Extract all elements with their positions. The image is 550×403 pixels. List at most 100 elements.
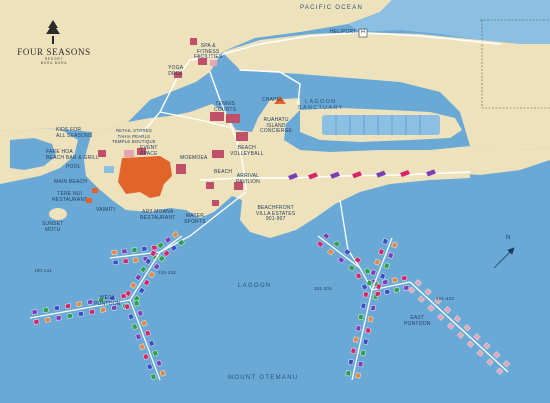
arrival-pavilion (234, 182, 243, 190)
villa-estate-building (400, 170, 410, 177)
west-arm-south-bungalow (138, 343, 146, 351)
brand-sub: RESORT BORA BORA (8, 57, 100, 65)
east-arm-upper-bungalow (343, 248, 351, 256)
west-main-walkway (159, 191, 247, 253)
north-arrow-icon (493, 247, 515, 269)
label-pacific-ocean: PACIFIC OCEAN (300, 5, 364, 11)
label-sunset-motu: SUNSET MOTU (42, 221, 64, 233)
east-arm-north-bungalow (387, 252, 394, 259)
east-arm-southeast-bungalow (473, 333, 481, 341)
west-arm-south-walkway (129, 299, 161, 381)
east-arm-southeast-walkway (409, 281, 509, 373)
west-arm-south-bungalow (137, 309, 144, 317)
east-arm-south-bungalow (355, 325, 362, 332)
tree-logo-icon (46, 20, 60, 44)
label-tennis: TENNIS COURTS (214, 101, 237, 113)
spa-bldg-3 (190, 38, 197, 45)
pacific-area (348, 0, 550, 45)
west-arm-mid-bungalow (129, 281, 137, 289)
west-arm-mid-bungalow (134, 273, 142, 281)
east-arm-southeast-bungalow (496, 367, 504, 375)
label-retail: RETAIL STORES TAHIA PEARLS TEMPLE BOUTIQ… (112, 128, 156, 144)
west-cove (10, 138, 56, 170)
villa-estate-building (330, 171, 340, 179)
east-arm-southeast-bungalow (447, 322, 455, 330)
buildings (86, 28, 368, 206)
motu-north (0, 0, 392, 132)
sanctuary-water (322, 115, 440, 135)
label-arrival: ARRIVAL PAVILION (236, 173, 260, 185)
east-arm-south-bungalow (367, 316, 374, 323)
west-arm-top-bungalow (163, 249, 171, 257)
tere-nui-bldg (86, 198, 92, 203)
villa-estate-building (426, 169, 436, 177)
west-arm-left-bungalow (88, 309, 96, 315)
chapel (274, 96, 286, 104)
east-arm-upper-bungalow (354, 256, 362, 264)
west-arm-mid-bungalow (124, 289, 132, 297)
east-arm-east-bungalow (382, 279, 389, 286)
west-arm-left-bungalow (111, 305, 118, 311)
east-arm-east-bungalow (391, 277, 398, 284)
label-tere-nui: TERE NUI RESTAURANT (52, 191, 88, 203)
west-arm-mid-bungalow (158, 255, 166, 263)
east-arm-southeast-bungalow (463, 324, 471, 332)
west-arm-upper-bungalow (132, 257, 139, 263)
label-chapel: CHAPEL (262, 97, 284, 103)
west-arm-left-bungalow (120, 293, 127, 299)
water-sports-bldg (212, 200, 219, 206)
east-arm-stub-bungalow (361, 283, 369, 291)
label-vaimiti: VAIMITI (96, 207, 116, 213)
east-arm-southeast-bungalow (466, 340, 474, 348)
east-arm-southeast-bungalow (483, 342, 491, 350)
east-arm-south-bungalow (370, 304, 377, 312)
east-arm-upper-bungalow (333, 240, 341, 248)
label-main-beach: MAIN BEACH (54, 179, 88, 185)
east-arm-north-bungalow (370, 269, 377, 276)
east-arm-south-walkway (351, 289, 373, 381)
east-arm-east-bungalow (384, 288, 391, 295)
pontoons (29, 191, 511, 381)
kids-club (98, 150, 106, 157)
west-arm-top-bungalow (177, 239, 185, 247)
west-arm-top-walkway (159, 235, 183, 253)
east-arm-south-bungalow (357, 361, 364, 368)
label-lagoon-sanctuary: LAGOON SANCTUARY (298, 99, 344, 111)
spa-bldg-2 (210, 60, 217, 66)
brand-name: FOUR SEASONS (17, 47, 91, 57)
label-arii-moana: ARII MOANA RESTAURANT (140, 209, 176, 221)
north-label: N (506, 235, 511, 241)
east-arm-southeast-bungalow (493, 351, 501, 359)
label-villa-estates: BEACHFRONT VILLA ESTATES 901-907 (256, 205, 296, 222)
east-arm-southeast-bungalow (417, 295, 425, 303)
west-arm-top-bungalow (157, 241, 165, 249)
west-arm-left-bungalow (100, 307, 107, 313)
east-arm-south-bungalow (360, 349, 367, 357)
east-arm-stub-bungalow (363, 267, 371, 275)
ruahatu-bldg (236, 132, 248, 141)
west-arm-left-bungalow (66, 313, 73, 319)
west-arm-upper-bungalow (121, 248, 128, 254)
west-arm-left-bungalow (33, 319, 40, 325)
label-event: EVENT SPACE (140, 145, 158, 157)
label-mount-otemanu: MOUNT OTEMANU (228, 375, 299, 381)
west-arm-left-bungalow (87, 299, 94, 305)
east-arm-southeast-bungalow (456, 331, 465, 339)
retail-bldg-1 (124, 150, 134, 157)
east-arm-south-bungalow (362, 291, 369, 298)
label-ruahatu: RUAHATU ISLAND CONCIERGE (260, 117, 293, 134)
west-arm-mid-bungalow (139, 265, 147, 273)
villa-estate-building (376, 170, 386, 178)
west-arm-south-bungalow (155, 359, 163, 367)
east-arm-southeast-bungalow (444, 306, 452, 314)
spa-bldg-1 (198, 58, 207, 65)
east-arm-east-bungalow (401, 275, 408, 282)
west-arm-mid-walkway (129, 251, 161, 301)
brand-sub1: RESORT (44, 57, 64, 61)
west-arm-left-bungalow (76, 301, 83, 307)
label-210-232: 210-232 (158, 270, 176, 275)
label-west-pontoon: WEST PONTOON (94, 295, 121, 307)
east-arm-southeast-bungalow (414, 279, 422, 287)
east-arm-southeast-bungalow (453, 315, 462, 323)
label-east-pontoon: EAST PONTOON (404, 315, 431, 327)
